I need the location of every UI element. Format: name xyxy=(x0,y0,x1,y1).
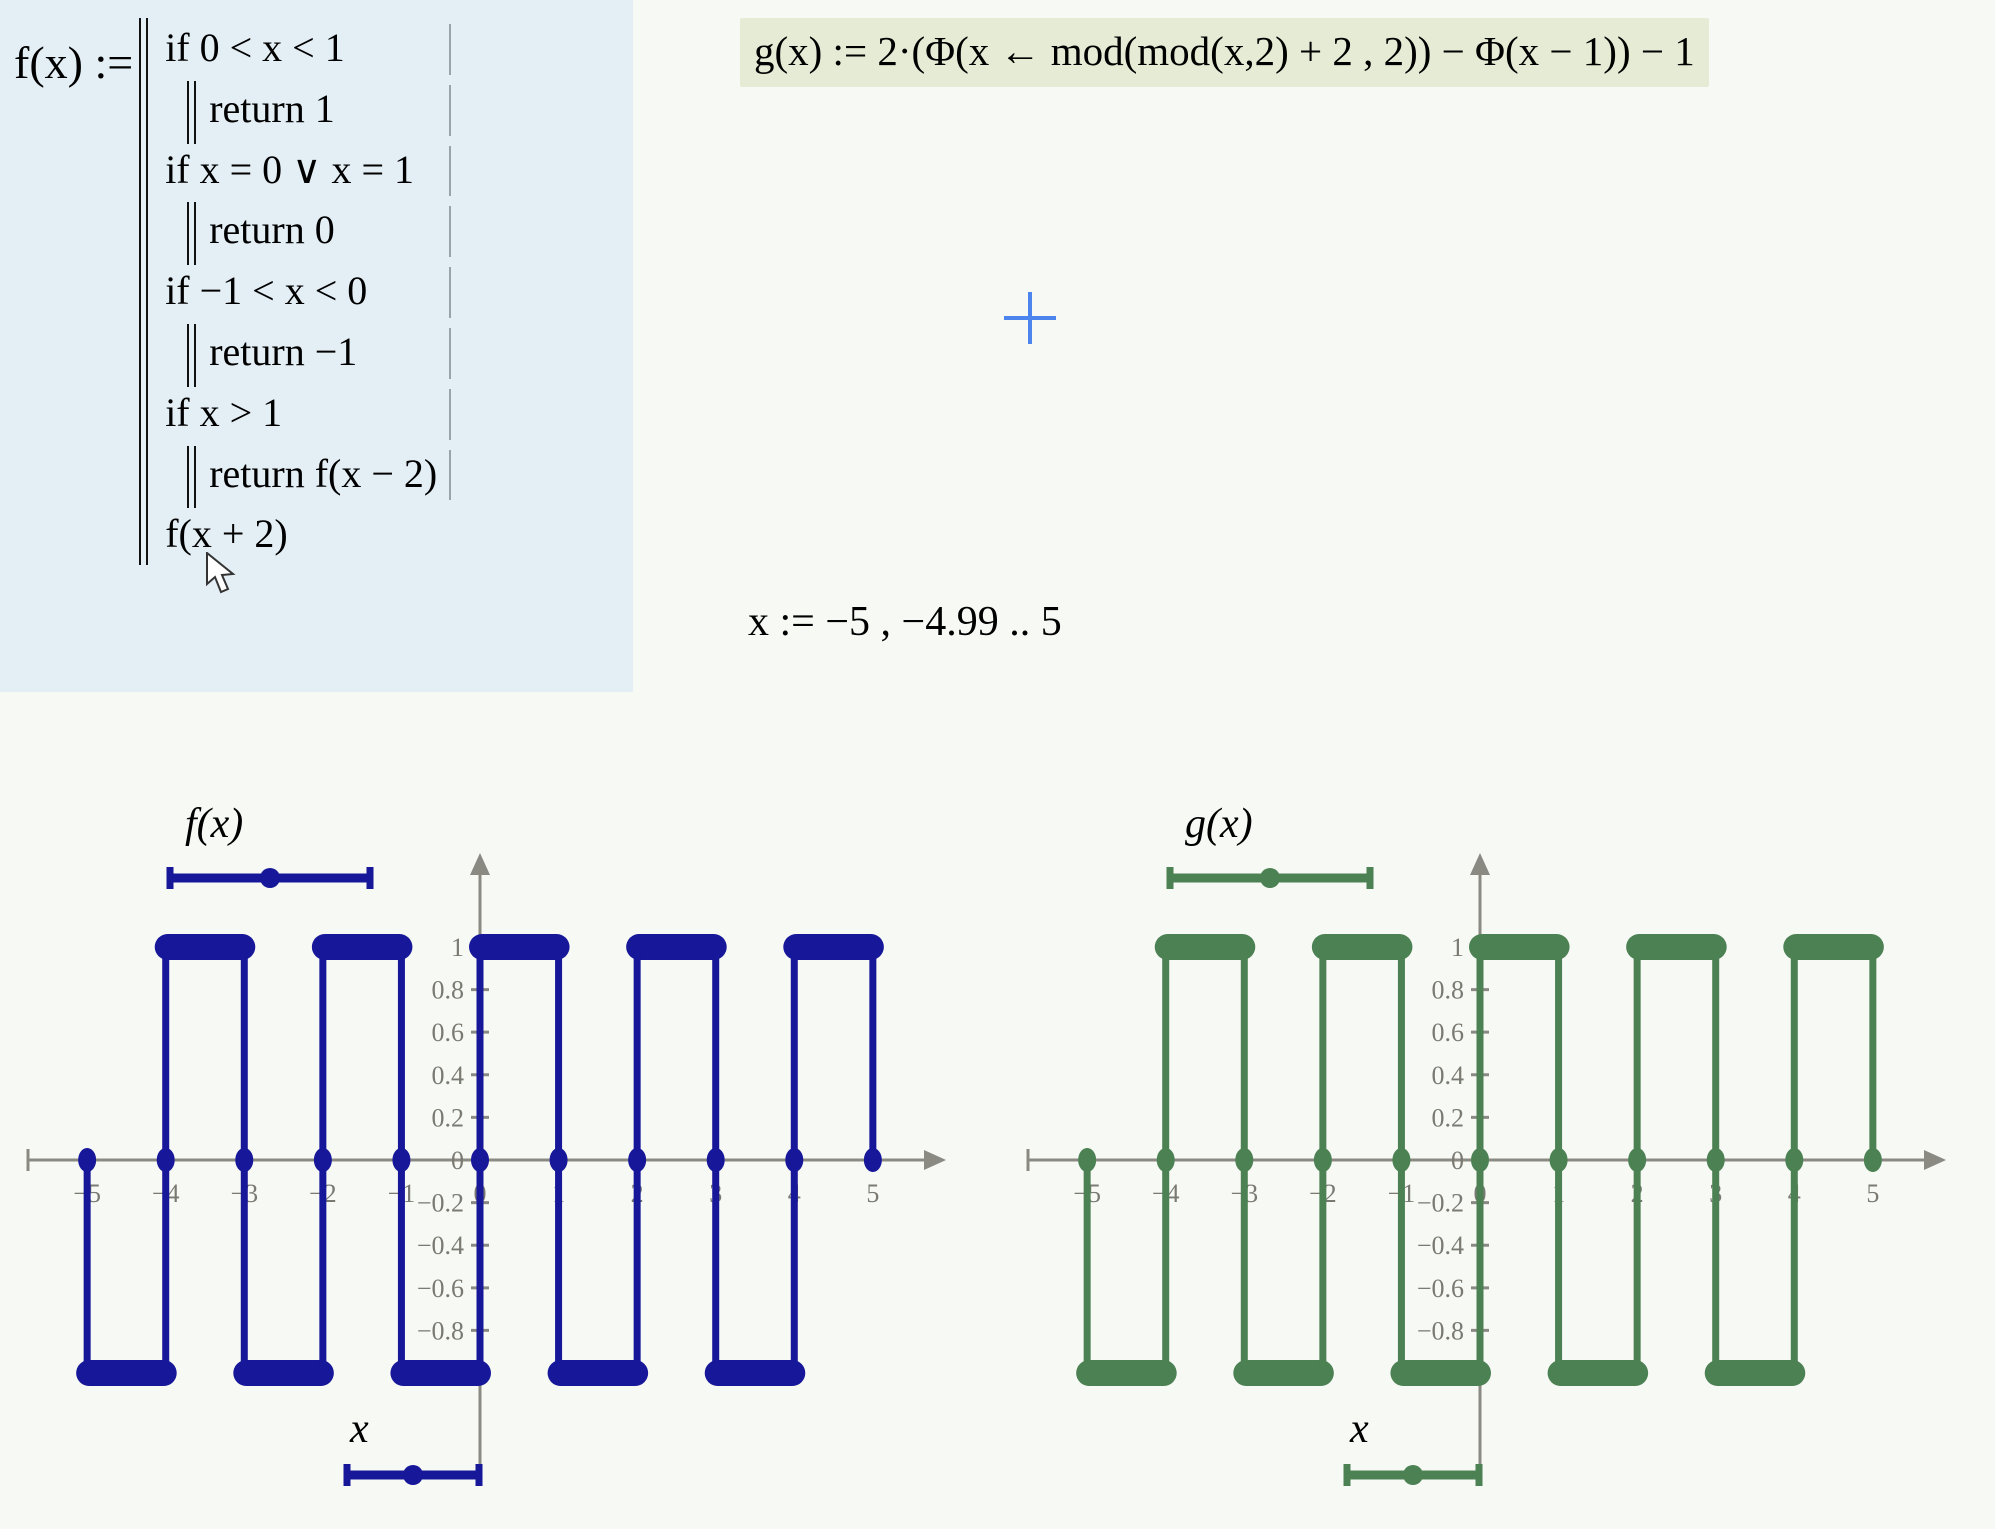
y-tick-label: 0.4 xyxy=(432,1061,465,1090)
program-line-text: if x = 0 ∨ x = 1 xyxy=(165,146,415,192)
y-tick-label: 0 xyxy=(451,1146,464,1175)
y-tick-label: −0.8 xyxy=(1417,1316,1464,1345)
f-plot-legend-title: f(x) xyxy=(185,801,244,847)
y-tick-label: −0.2 xyxy=(1417,1189,1464,1218)
placeholder-bar xyxy=(449,327,452,379)
program-line-4[interactable]: if −1 < x < 0 xyxy=(161,261,452,322)
y-tick-label: 0 xyxy=(1451,1146,1464,1175)
y-tick-label: 1 xyxy=(1451,933,1464,962)
program-line-text: return 1 xyxy=(209,85,335,131)
y-tick-label: 0.6 xyxy=(1432,1018,1465,1047)
f-plot-xaxis-title: x xyxy=(350,1406,369,1452)
g-definition-text: g(x) := 2·(Φ(x ← mod(mod(x,2) + 2 , 2)) … xyxy=(754,28,1695,74)
y-tick-label: −0.6 xyxy=(1417,1274,1464,1303)
f-definition-region[interactable]: f(x) := if 0 < x < 1 return 1 if x = 0 ∨… xyxy=(0,0,633,692)
g-plot-xaxis-title: x xyxy=(1350,1406,1369,1452)
g-plot-region[interactable]: g(x) x −1−0.8−0.6−0.4−0.200.20.40.60.81−… xyxy=(1020,801,1950,1510)
program-line-8[interactable]: f(x + 2) xyxy=(161,504,437,565)
placeholder-bar xyxy=(449,84,452,136)
program-line-text: return −1 xyxy=(209,328,358,374)
y-tick-label: −0.2 xyxy=(417,1189,464,1218)
f-plot-canvas: −1−0.8−0.6−0.4−0.200.20.40.60.81−5−4−3−2… xyxy=(26,853,946,1486)
y-tick-label: 0.8 xyxy=(1432,976,1465,1005)
program-line-1[interactable]: return 1 xyxy=(161,79,452,144)
y-tick-label: 1 xyxy=(451,933,464,962)
x-range-region[interactable]: x := −5 , −4.99 .. 5 xyxy=(748,598,1062,646)
g-plot-canvas: −1−0.8−0.6−0.4−0.200.20.40.60.81−5−4−3−2… xyxy=(1026,853,1946,1486)
y-tick-label: −0.6 xyxy=(417,1274,464,1303)
f-plot-region[interactable]: f(x) x −1−0.8−0.6−0.4−0.200.20.40.60.81−… xyxy=(20,801,950,1510)
program-line-5[interactable]: return −1 xyxy=(161,322,452,387)
program-line-text: f(x + 2) xyxy=(165,511,288,557)
g-definition-region[interactable]: g(x) := 2·(Φ(x ← mod(mod(x,2) + 2 , 2)) … xyxy=(740,18,1709,88)
x-tick-label: 5 xyxy=(1866,1179,1879,1208)
y-tick-label: 0.2 xyxy=(1432,1103,1465,1132)
program-line-text: return f(x − 2) xyxy=(209,450,438,496)
program-line-text: if 0 < x < 1 xyxy=(165,25,345,70)
y-tick-label: 0.8 xyxy=(432,976,465,1005)
program-line-0[interactable]: if 0 < x < 1 xyxy=(161,18,452,79)
placeholder-bar xyxy=(449,449,452,501)
x-range-text: x := −5 , −4.99 .. 5 xyxy=(748,599,1062,645)
program-line-text: if x > 1 xyxy=(165,389,283,435)
placeholder-bar xyxy=(449,388,452,440)
mouse-pointer-icon xyxy=(206,552,236,594)
y-tick-label: 0.2 xyxy=(432,1103,465,1132)
y-tick-label: 0.4 xyxy=(1432,1061,1465,1090)
placeholder-bar xyxy=(449,206,452,258)
program-line-text: return 0 xyxy=(209,207,335,253)
f-definition-label: f(x) := xyxy=(14,37,134,88)
program-line-text: if −1 < x < 0 xyxy=(165,268,368,314)
program-line-2[interactable]: if x = 0 ∨ x = 1 xyxy=(161,140,452,201)
crosshair-icon xyxy=(1004,292,1056,344)
y-tick-label: −0.8 xyxy=(417,1316,464,1345)
y-tick-label: −0.4 xyxy=(1417,1231,1464,1260)
placeholder-bar xyxy=(449,24,452,75)
y-tick-label: 0.6 xyxy=(432,1018,465,1047)
f-program-block: if 0 < x < 1 return 1 if x = 0 ∨ x = 1 r… xyxy=(139,18,452,566)
program-line-3[interactable]: return 0 xyxy=(161,200,452,265)
y-tick-label: −0.4 xyxy=(417,1231,464,1260)
placeholder-bar xyxy=(449,145,452,197)
g-plot-legend-title: g(x) xyxy=(1185,801,1253,847)
program-line-6[interactable]: if x > 1 xyxy=(161,383,452,444)
x-tick-label: 5 xyxy=(866,1179,879,1208)
placeholder-bar xyxy=(449,267,452,318)
program-line-7[interactable]: return f(x − 2) xyxy=(161,444,452,509)
